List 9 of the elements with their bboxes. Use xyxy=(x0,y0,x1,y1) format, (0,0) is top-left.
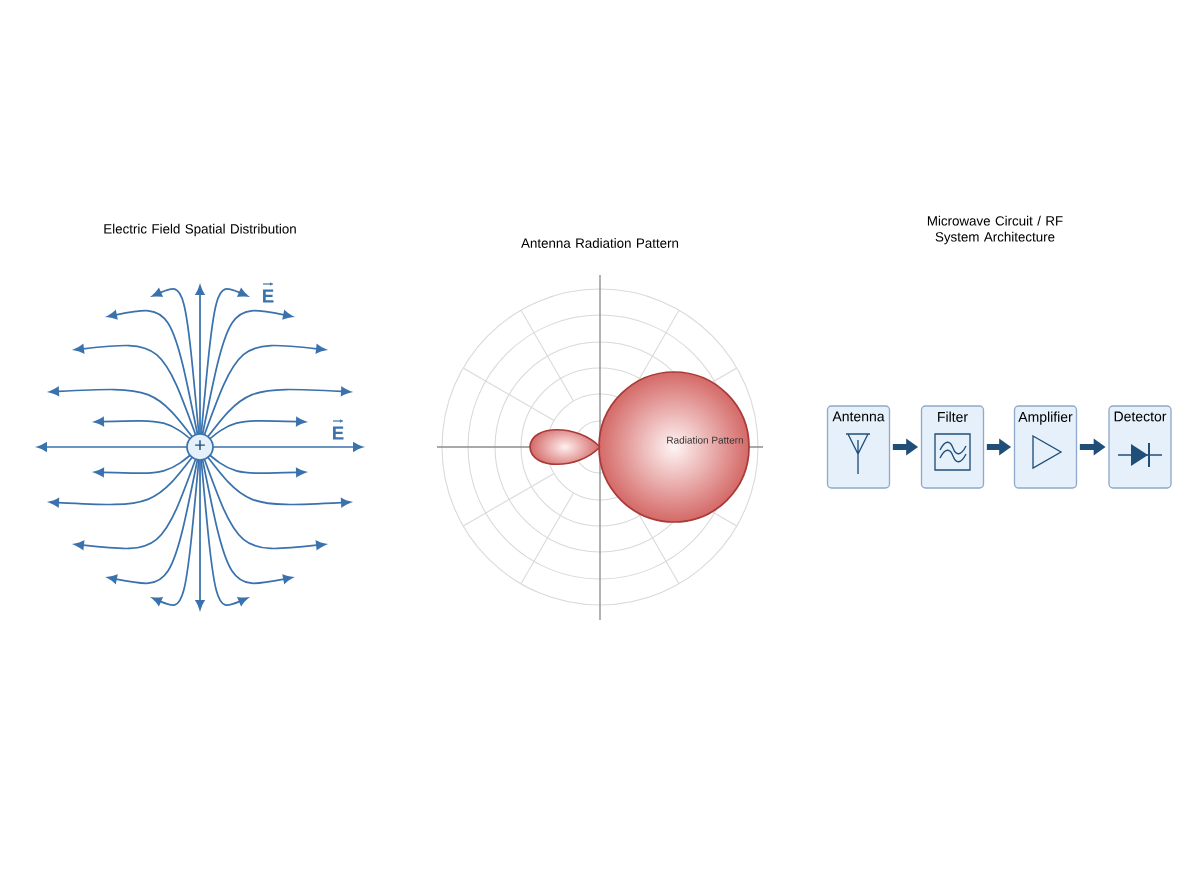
block-box: Detector xyxy=(1108,405,1172,489)
plot-label: Radiation Pattern xyxy=(667,436,743,444)
block-box: Antenna xyxy=(826,405,891,489)
charge-sign: + xyxy=(195,440,205,450)
block-box: Amplifier xyxy=(1013,405,1078,489)
panel-heading: Microwave Circuit / RF System Architecture xyxy=(927,215,1063,245)
panel-heading: Electric Field Spatial Distribution xyxy=(104,223,296,237)
block-box: Filter xyxy=(920,405,985,489)
panel-heading: Antenna Radiation Pattern xyxy=(521,238,679,248)
